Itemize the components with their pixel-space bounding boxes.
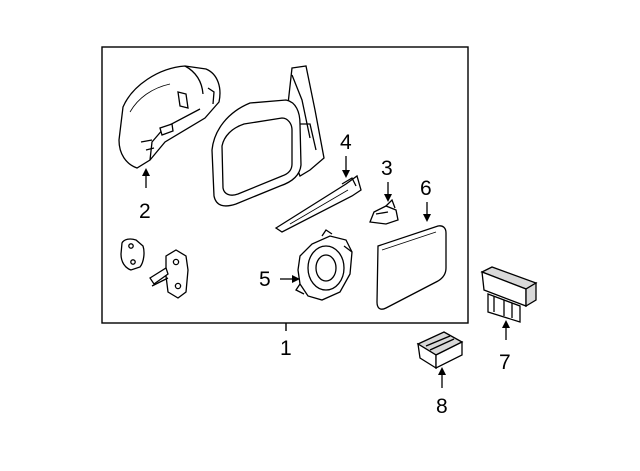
- callout-2: 2: [139, 200, 151, 223]
- part-bracket-bolt: [149, 249, 189, 299]
- assembly-frame: [101, 46, 469, 324]
- callout-6: 6: [420, 177, 432, 200]
- part-connector: [416, 331, 464, 370]
- part-bracket-arm: [274, 174, 362, 233]
- callout-1: 1: [280, 337, 292, 360]
- part-mirror-glass: [376, 225, 447, 310]
- part-clip: [369, 198, 399, 225]
- callout-4: 4: [340, 131, 352, 154]
- part-gasket-plate: [120, 238, 145, 271]
- callout-7: 7: [499, 351, 511, 374]
- callout-3: 3: [381, 157, 393, 180]
- part-switch-module: [480, 266, 538, 323]
- part-mirror-assembly: [211, 65, 325, 207]
- part-cover-cap: [118, 65, 221, 169]
- callout-8: 8: [436, 395, 448, 418]
- part-actuator-motor: [295, 229, 353, 301]
- callout-5: 5: [259, 268, 271, 291]
